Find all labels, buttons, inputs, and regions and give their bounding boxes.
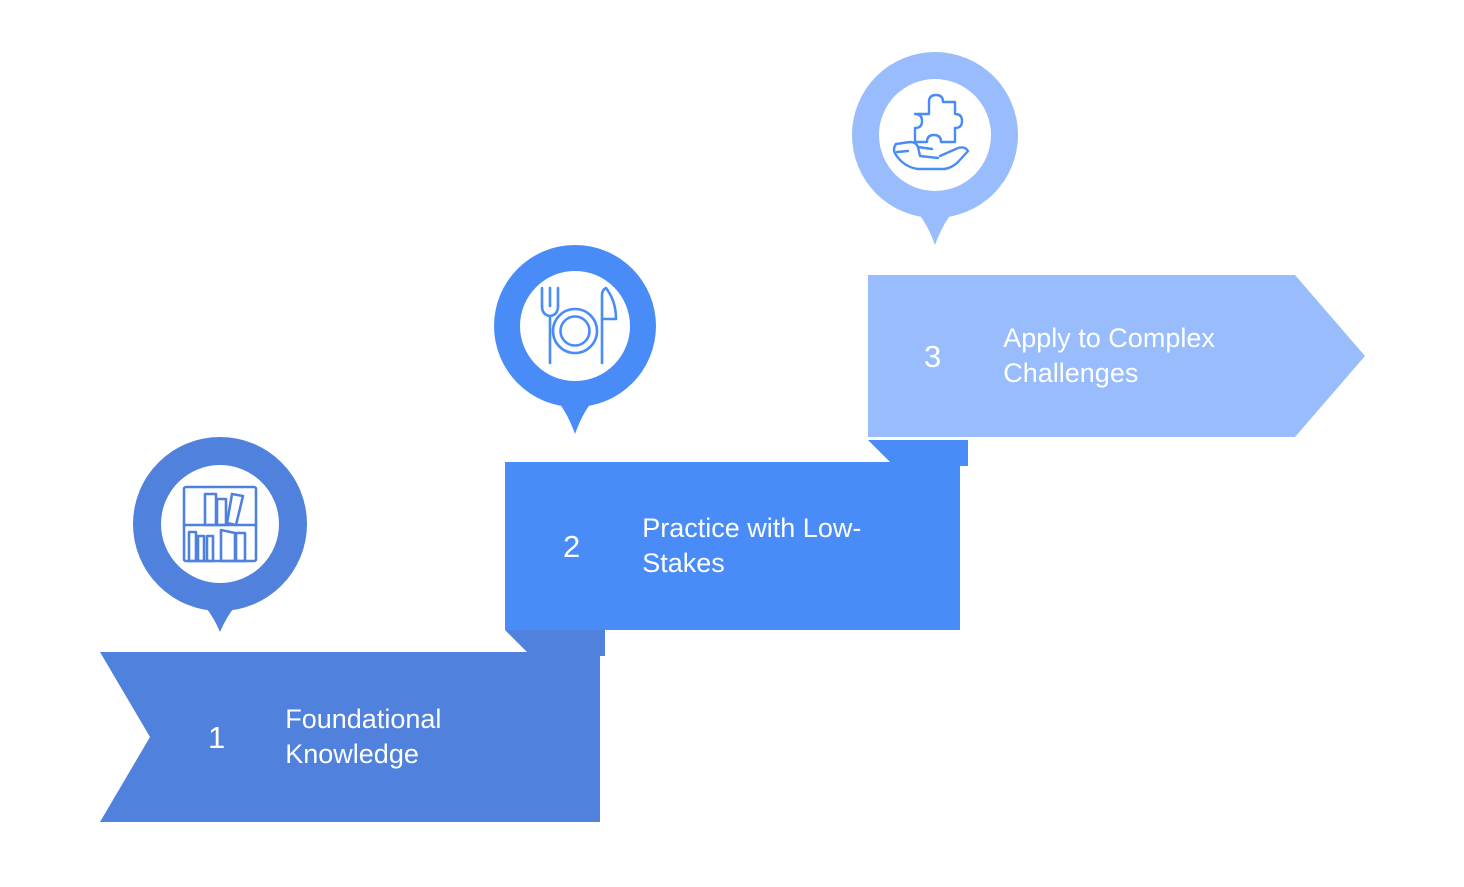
step-banner-3[interactable]: 3 Apply to Complex Challenges xyxy=(868,275,1365,437)
step-title-2-line1: Practice with Low- xyxy=(642,513,862,544)
step-title-1-line2: Knowledge xyxy=(285,739,419,769)
pin-body-3 xyxy=(852,52,1018,245)
step-number-2: 2 xyxy=(563,528,581,564)
step-title-3: Apply to Complex Challenges xyxy=(1003,321,1215,390)
step-number-1: 1 xyxy=(208,719,226,755)
bookshelf-icon xyxy=(182,485,258,563)
step-connector-shadow-1 xyxy=(505,630,605,656)
step-title-1-line1: Foundational xyxy=(285,704,442,735)
step-pin-1[interactable] xyxy=(133,437,307,633)
step-title-1: Foundational Knowledge xyxy=(285,702,441,771)
step-title-2: Practice with Low- Stakes xyxy=(642,511,861,580)
step-banner-1[interactable]: 1 Foundational Knowledge xyxy=(100,652,600,822)
step-pin-3[interactable] xyxy=(852,52,1018,246)
cutlery-plate-icon xyxy=(540,286,618,365)
step-title-3-line1: Apply to Complex xyxy=(1003,323,1215,354)
step-banner-2[interactable]: 2 Practice with Low- Stakes xyxy=(505,462,960,630)
step-connector-shadow-2 xyxy=(868,440,968,466)
step-title-3-line2: Challenges xyxy=(1003,358,1139,388)
hand-puzzle-piece-icon xyxy=(892,93,970,171)
step-title-2-line2: Stakes xyxy=(642,548,725,578)
step-number-3: 3 xyxy=(924,338,942,374)
step-pin-2[interactable] xyxy=(494,245,656,435)
